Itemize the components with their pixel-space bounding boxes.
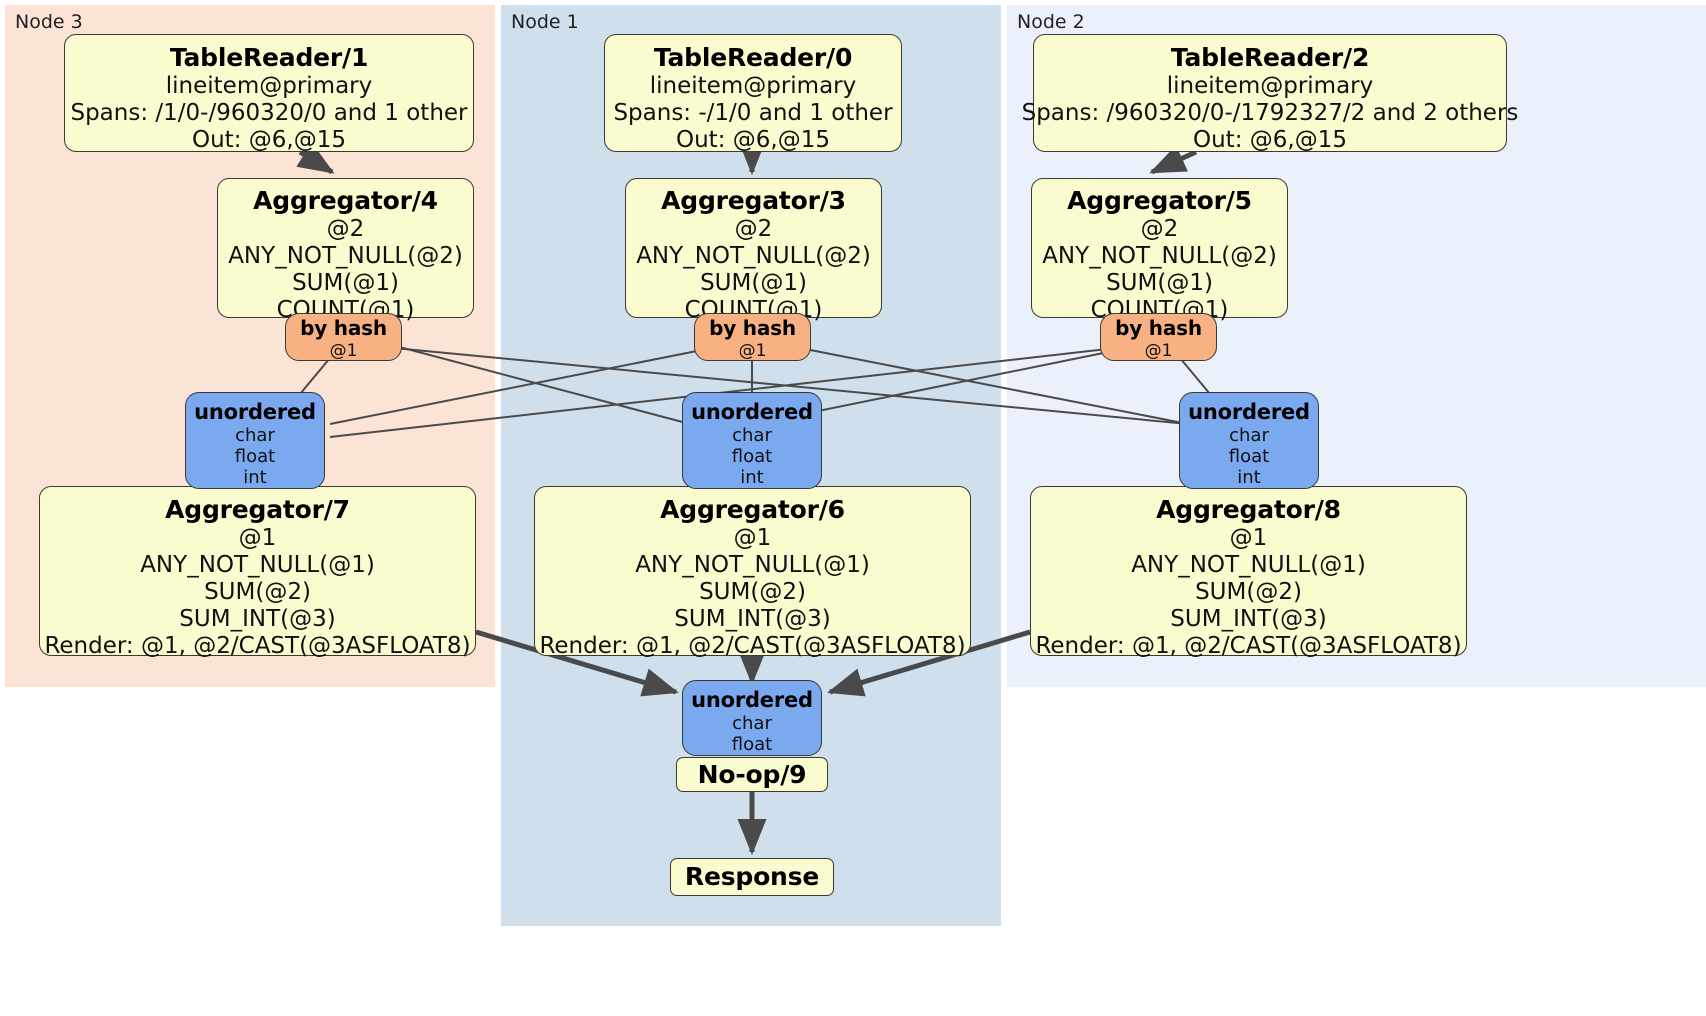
node-line: lineitem@primary [165, 72, 373, 99]
node-line: ANY_NOT_NULL(@2) [1042, 242, 1277, 269]
node-title: Aggregator/8 [1156, 495, 1341, 524]
node-tablereader-2[interactable]: TableReader/2 lineitem@primary Spans: /9… [1022, 34, 1518, 153]
node-line: @2 [1140, 215, 1179, 242]
node-title: Aggregator/6 [660, 495, 845, 524]
stream-line: char [732, 712, 772, 734]
node-line: ANY_NOT_NULL(@1) [140, 551, 375, 578]
stream-unordered-left[interactable]: unordered char float int [185, 392, 325, 489]
node-line: SUM_INT(@3) [179, 605, 336, 632]
node-aggregator-5[interactable]: Aggregator/5 @2 ANY_NOT_NULL(@2) SUM(@1)… [1031, 178, 1288, 323]
node-line: SUM_INT(@3) [674, 605, 831, 632]
node-line: SUM(@2) [204, 578, 311, 605]
node-line: lineitem@primary [1166, 72, 1374, 99]
node-aggregator-6[interactable]: Aggregator/6 @1 ANY_NOT_NULL(@1) SUM(@2)… [534, 486, 971, 659]
node-line: ANY_NOT_NULL(@1) [1131, 551, 1366, 578]
stream-line: char [1229, 424, 1269, 446]
node-title: Aggregator/5 [1067, 186, 1252, 215]
node-line: ANY_NOT_NULL(@2) [228, 242, 463, 269]
node-tablereader-1[interactable]: TableReader/1 lineitem@primary Spans: /1… [64, 34, 474, 153]
stream-title: unordered [691, 400, 813, 424]
stream-unordered-final[interactable]: unordered char float [682, 680, 822, 756]
node-title: Aggregator/3 [661, 186, 846, 215]
router-by-hash-mid[interactable]: by hash @1 [694, 313, 811, 361]
stream-title: unordered [194, 400, 316, 424]
node-line: SUM(@2) [1195, 578, 1302, 605]
stream-unordered-right[interactable]: unordered char float int [1179, 392, 1319, 489]
node-aggregator-3[interactable]: Aggregator/3 @2 ANY_NOT_NULL(@2) SUM(@1)… [625, 178, 882, 323]
router-title: by hash [300, 316, 387, 340]
node-title: TableReader/2 [1170, 43, 1370, 72]
node-tablereader-0[interactable]: TableReader/0 lineitem@primary Spans: -/… [604, 34, 902, 153]
node-line: Out: @6,@15 [676, 126, 830, 153]
node-line: Out: @6,@15 [192, 126, 346, 153]
node-line: @2 [326, 215, 365, 242]
node-title: Aggregator/4 [253, 186, 438, 215]
stream-line: float [731, 446, 773, 467]
node-line: @1 [238, 524, 277, 551]
node-response[interactable]: Response [670, 858, 834, 896]
node-line: SUM(@1) [292, 269, 399, 296]
panel-node-2-label: Node 2 [1017, 11, 1085, 33]
node-line: SUM(@1) [1106, 269, 1213, 296]
stream-line: float [234, 446, 276, 467]
node-line: ANY_NOT_NULL(@2) [636, 242, 871, 269]
router-line: @1 [738, 340, 767, 361]
node-line: Out: @6,@15 [1193, 126, 1347, 153]
node-title: No-op/9 [697, 759, 807, 789]
stream-line: int [1237, 467, 1261, 489]
router-by-hash-left[interactable]: by hash @1 [285, 313, 402, 361]
panel-node-1-label: Node 1 [511, 11, 579, 33]
router-by-hash-right[interactable]: by hash @1 [1100, 313, 1217, 361]
panel-node-3-label: Node 3 [15, 11, 83, 33]
stream-unordered-mid[interactable]: unordered char float int [682, 392, 822, 489]
router-line: @1 [329, 340, 358, 361]
node-title: TableReader/1 [169, 43, 369, 72]
node-title: Aggregator/7 [165, 495, 350, 524]
stream-line: char [732, 424, 772, 446]
node-line: Render: @1, @2/CAST(@3ASFLOAT8) [44, 633, 471, 659]
stream-line: float [731, 734, 773, 755]
node-line: SUM(@1) [700, 269, 807, 296]
node-line: SUM(@2) [699, 578, 806, 605]
stream-line: float [1228, 446, 1270, 467]
stream-title: unordered [1188, 400, 1310, 424]
node-aggregator-8[interactable]: Aggregator/8 @1 ANY_NOT_NULL(@1) SUM(@2)… [1030, 486, 1467, 659]
node-line: ANY_NOT_NULL(@1) [635, 551, 870, 578]
node-line: @1 [733, 524, 772, 551]
node-title: Response [684, 862, 820, 892]
router-title: by hash [709, 316, 796, 340]
node-title: TableReader/0 [653, 43, 853, 72]
stream-title: unordered [691, 688, 813, 712]
node-aggregator-7[interactable]: Aggregator/7 @1 ANY_NOT_NULL(@1) SUM(@2)… [39, 486, 476, 659]
router-title: by hash [1115, 316, 1202, 340]
node-line: lineitem@primary [649, 72, 857, 99]
node-line: Spans: /1/0-/960320/0 and 1 other [70, 99, 468, 126]
stream-line: int [243, 467, 267, 489]
node-line: SUM_INT(@3) [1170, 605, 1327, 632]
node-aggregator-4[interactable]: Aggregator/4 @2 ANY_NOT_NULL(@2) SUM(@1)… [217, 178, 474, 323]
node-noop-9[interactable]: No-op/9 [676, 757, 828, 792]
router-line: @1 [1144, 340, 1173, 361]
node-line: Spans: /960320/0-/1792327/2 and 2 others [1021, 99, 1519, 126]
node-line: Render: @1, @2/CAST(@3ASFLOAT8) [1035, 633, 1462, 659]
node-line: @1 [1229, 524, 1268, 551]
node-line: @2 [734, 215, 773, 242]
stream-line: char [235, 424, 275, 446]
node-line: Render: @1, @2/CAST(@3ASFLOAT8) [539, 633, 966, 659]
node-line: Spans: -/1/0 and 1 other [613, 99, 893, 126]
stream-line: int [740, 467, 764, 489]
